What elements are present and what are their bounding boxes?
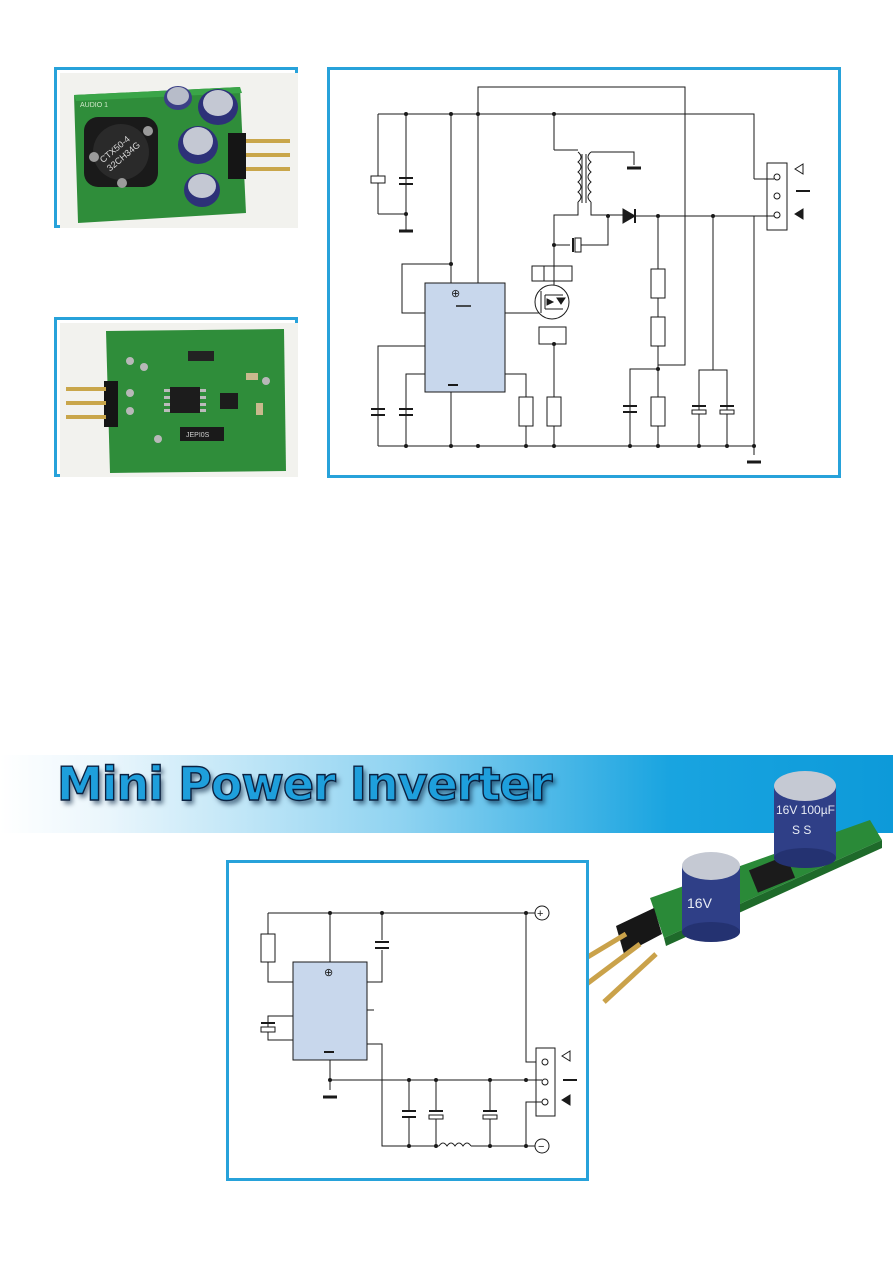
schematic-bottom: ⊕ + <box>260 905 577 1154</box>
cap-top-marking: 16V 100µF <box>776 803 835 817</box>
pcb-bottom-photo: JEPI0S <box>60 323 298 477</box>
title-banner: Mini Power Inverter <box>0 755 893 833</box>
schematic-top: ⊕ <box>370 86 810 464</box>
ic-plus-label: ⊕ <box>451 288 460 300</box>
capacitor <box>198 89 238 125</box>
cap-top-brand: S S <box>792 823 811 837</box>
minus-terminal-label: − <box>538 1141 544 1153</box>
capacitor <box>184 173 220 207</box>
capacitor: 16V 100µF S S <box>774 771 836 868</box>
capacitor <box>164 86 192 110</box>
ic-block <box>424 282 506 393</box>
pcb-top-photo: AUDIO 1 CTX50-4 32CH34G <box>60 73 298 228</box>
photo-frame-middle: JEPI0S <box>54 317 298 477</box>
board-label-text: AUDIO 1 <box>80 102 108 109</box>
ic-marking-text: JEPI0S <box>186 432 210 439</box>
article-title: Mini Power Inverter <box>56 756 553 811</box>
schematic-frame-top: ⊕ <box>327 67 841 478</box>
ic-block <box>292 961 368 1061</box>
photo-frame-top: AUDIO 1 CTX50-4 32CH34G <box>54 67 298 228</box>
ic-chip <box>170 387 200 413</box>
cap-left-marking: 16V <box>687 895 713 911</box>
plus-terminal <box>534 905 550 921</box>
capacitor: 16V <box>682 852 740 942</box>
schematic-frame-bottom: ⊕ + <box>226 860 589 1181</box>
minus-terminal <box>534 1138 550 1154</box>
pin-header <box>104 381 118 427</box>
pin-header <box>228 133 246 179</box>
plus-terminal-label: + <box>537 908 543 920</box>
ic-plus-label: ⊕ <box>324 967 333 979</box>
capacitor <box>178 126 218 164</box>
module-angled-photo: 16V 16V 100µF S S <box>564 771 882 1004</box>
smd-diode <box>180 427 224 441</box>
